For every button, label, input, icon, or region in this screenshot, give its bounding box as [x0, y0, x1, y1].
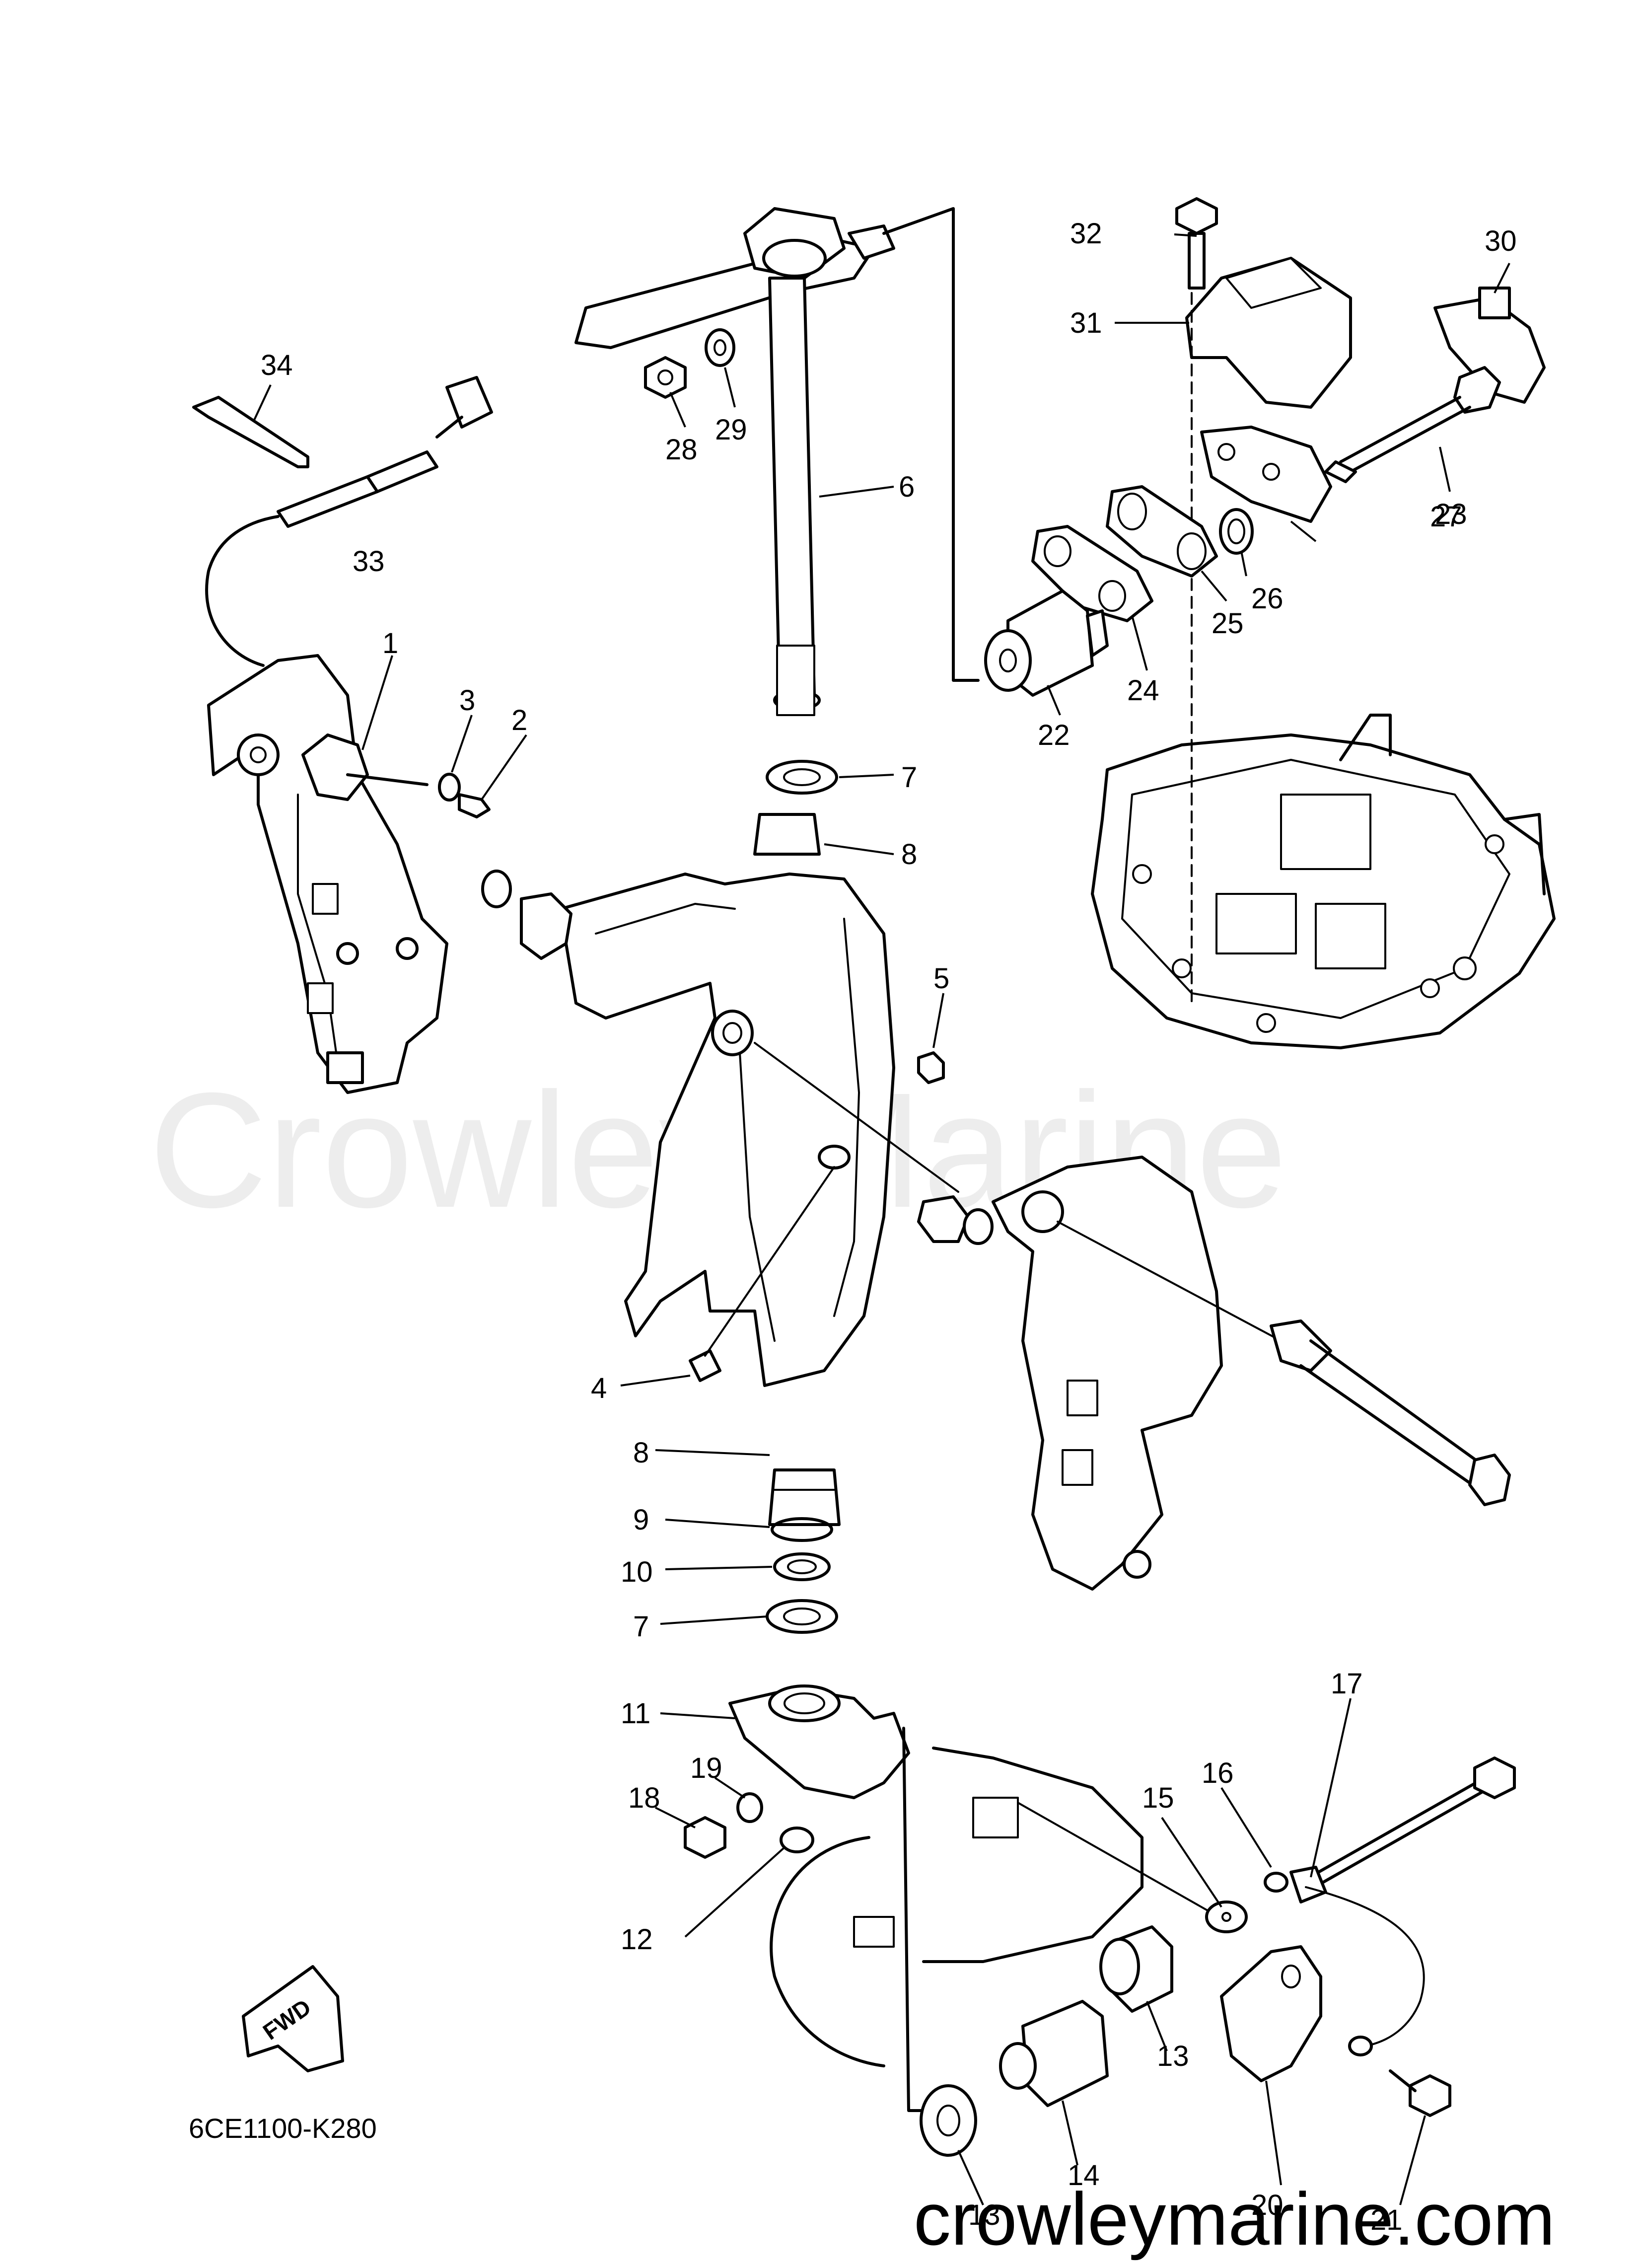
- part-label-34: 34: [261, 349, 293, 381]
- leader-lines: [252, 233, 1510, 2205]
- part-label-26: 26: [1251, 583, 1284, 615]
- part-label-16: 16: [1202, 1757, 1234, 1789]
- part-label-13-right: 13: [1157, 2040, 1189, 2072]
- part-label-11: 11: [621, 1697, 650, 1730]
- part-label-13-left: 13: [968, 2199, 1000, 2231]
- part-drawings: [192, 197, 1556, 2157]
- part-label-22: 22: [1038, 719, 1070, 751]
- upper-mount-assembly: [984, 197, 1546, 1004]
- part-label-28: 28: [665, 434, 698, 466]
- part-label-4: 4: [591, 1372, 607, 1404]
- part-label-23: 23: [1435, 498, 1467, 530]
- part-label-24: 24: [1127, 674, 1159, 707]
- part-label-15: 15: [1142, 1782, 1174, 1814]
- o-ring-9: [771, 1517, 833, 1542]
- right-clamp-bracket: [992, 1156, 1511, 1591]
- part-label-7-lower: 7: [633, 1610, 649, 1643]
- part-label-31: 31: [1070, 307, 1102, 339]
- part-label-7-upper: 7: [901, 761, 917, 794]
- part-label-21: 21: [1370, 2204, 1403, 2236]
- part-label-10: 10: [621, 1556, 653, 1588]
- part-label-14: 14: [1068, 2159, 1100, 2192]
- part-label-3: 3: [459, 684, 475, 717]
- part-label-2: 2: [511, 704, 527, 736]
- upper-casing: [1091, 714, 1556, 1049]
- part-label-9: 9: [633, 1504, 649, 1536]
- part-label-20: 20: [1251, 2189, 1284, 2221]
- part-label-33: 33: [353, 545, 385, 578]
- steering-shaft-assembly: [574, 207, 980, 716]
- part-label-18: 18: [628, 1782, 660, 1814]
- part-label-17: 17: [1331, 1668, 1363, 1700]
- swivel-bracket: [481, 813, 994, 1387]
- fwd-arrow: [242, 1965, 344, 2072]
- part-label-25: 25: [1212, 607, 1244, 640]
- left-clamp-bracket: [192, 376, 493, 1094]
- part-label-6: 6: [899, 471, 915, 503]
- part-label-27: 27: [1430, 501, 1462, 533]
- part-label-1: 1: [382, 627, 398, 659]
- part-label-8-lower: 8: [633, 1437, 649, 1469]
- part-label-32: 32: [1070, 218, 1102, 250]
- part-label-12: 12: [621, 1923, 653, 1956]
- part-label-8-upper: 8: [901, 838, 917, 871]
- bushing-8-lower: [768, 1468, 841, 1526]
- part-label-30: 30: [1485, 225, 1517, 257]
- part-label-19: 19: [690, 1752, 722, 1784]
- lower-mount-assembly: [684, 1684, 1516, 2157]
- part-label-29: 29: [715, 414, 747, 446]
- part-label-5: 5: [933, 962, 949, 995]
- diagram-code: 6CE1100-K280: [189, 2113, 377, 2144]
- footer-url: crowleymarine.com: [914, 2177, 1555, 2261]
- part-labels: 1 2 3 4 5 6 7 7 8 8 9 10 11 12 13 13 14 …: [261, 218, 1517, 2236]
